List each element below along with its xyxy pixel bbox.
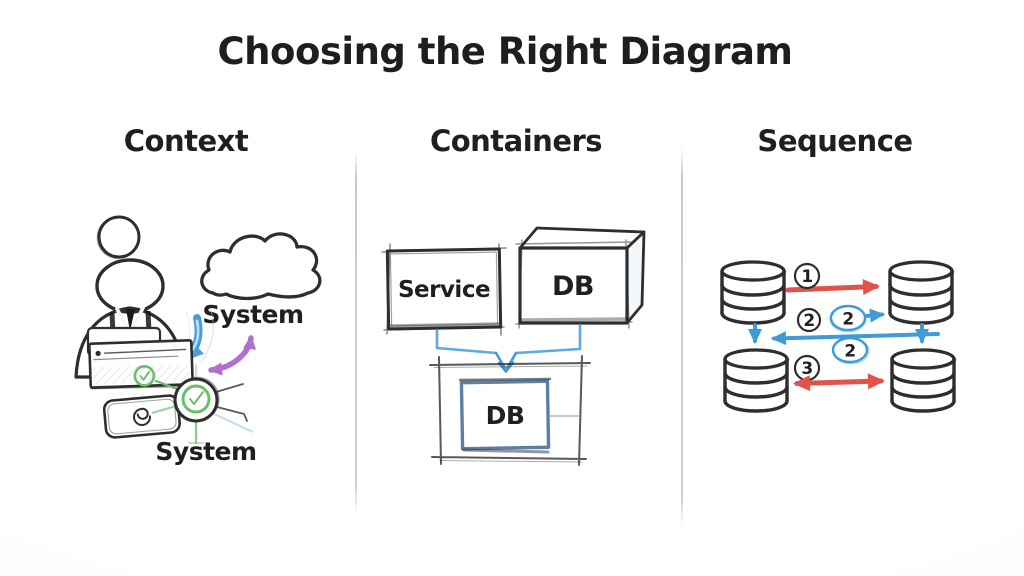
external-system-label: System (202, 300, 303, 329)
context-diagram: System (74, 215, 322, 466)
step3-number: 3 (801, 359, 812, 379)
step2-number: 2 (803, 311, 814, 331)
system-hub-icon (151, 364, 254, 445)
step2-response-badge: 2 (831, 336, 870, 365)
context-panel-header: Context (123, 124, 249, 158)
service-container-box: Service (381, 243, 507, 336)
db-container-box: DB (515, 226, 646, 329)
containers-panel-header: Containers (429, 124, 603, 158)
step1-badge: 1 (793, 262, 821, 290)
db-label: DB (552, 271, 594, 302)
step3-badge: 3 (793, 354, 821, 382)
sequence-diagram: 1 2 2 2 3 (720, 260, 958, 413)
database-icon (720, 260, 788, 325)
sequence-arrow-step2-right (864, 308, 885, 323)
page-title: Choosing the Right Diagram (217, 30, 793, 73)
step2-request-number: 2 (842, 310, 853, 330)
sequence-arrow-step1 (785, 279, 880, 296)
browser-card-icon (86, 326, 194, 390)
step2-badge: 2 (796, 307, 822, 333)
sequence-arrow-step3 (793, 373, 885, 392)
db-store-label: DB (486, 401, 525, 430)
device-icon (102, 394, 181, 439)
step2-request-badge: 2 (829, 304, 867, 333)
database-icon (888, 260, 956, 325)
db-store-box: DB (458, 377, 580, 454)
panel-divider-left (355, 150, 357, 514)
service-label: Service (398, 277, 490, 303)
internal-system-label: System (155, 437, 256, 466)
arrow-bidirectional-icon (208, 335, 256, 376)
arrow-down-icon (435, 323, 582, 373)
database-icon (890, 348, 958, 413)
containers-diagram: Service DB DB (381, 226, 646, 466)
sequence-arrow-step2-left (771, 331, 940, 346)
panel-divider-right (681, 146, 683, 528)
database-icon (723, 348, 791, 413)
sequence-panel-header: Sequence (757, 124, 913, 158)
step1-number: 1 (801, 267, 812, 287)
step2-response-number: 2 (844, 342, 855, 362)
cloud-icon (200, 232, 322, 301)
store-boundary-box (429, 355, 591, 466)
